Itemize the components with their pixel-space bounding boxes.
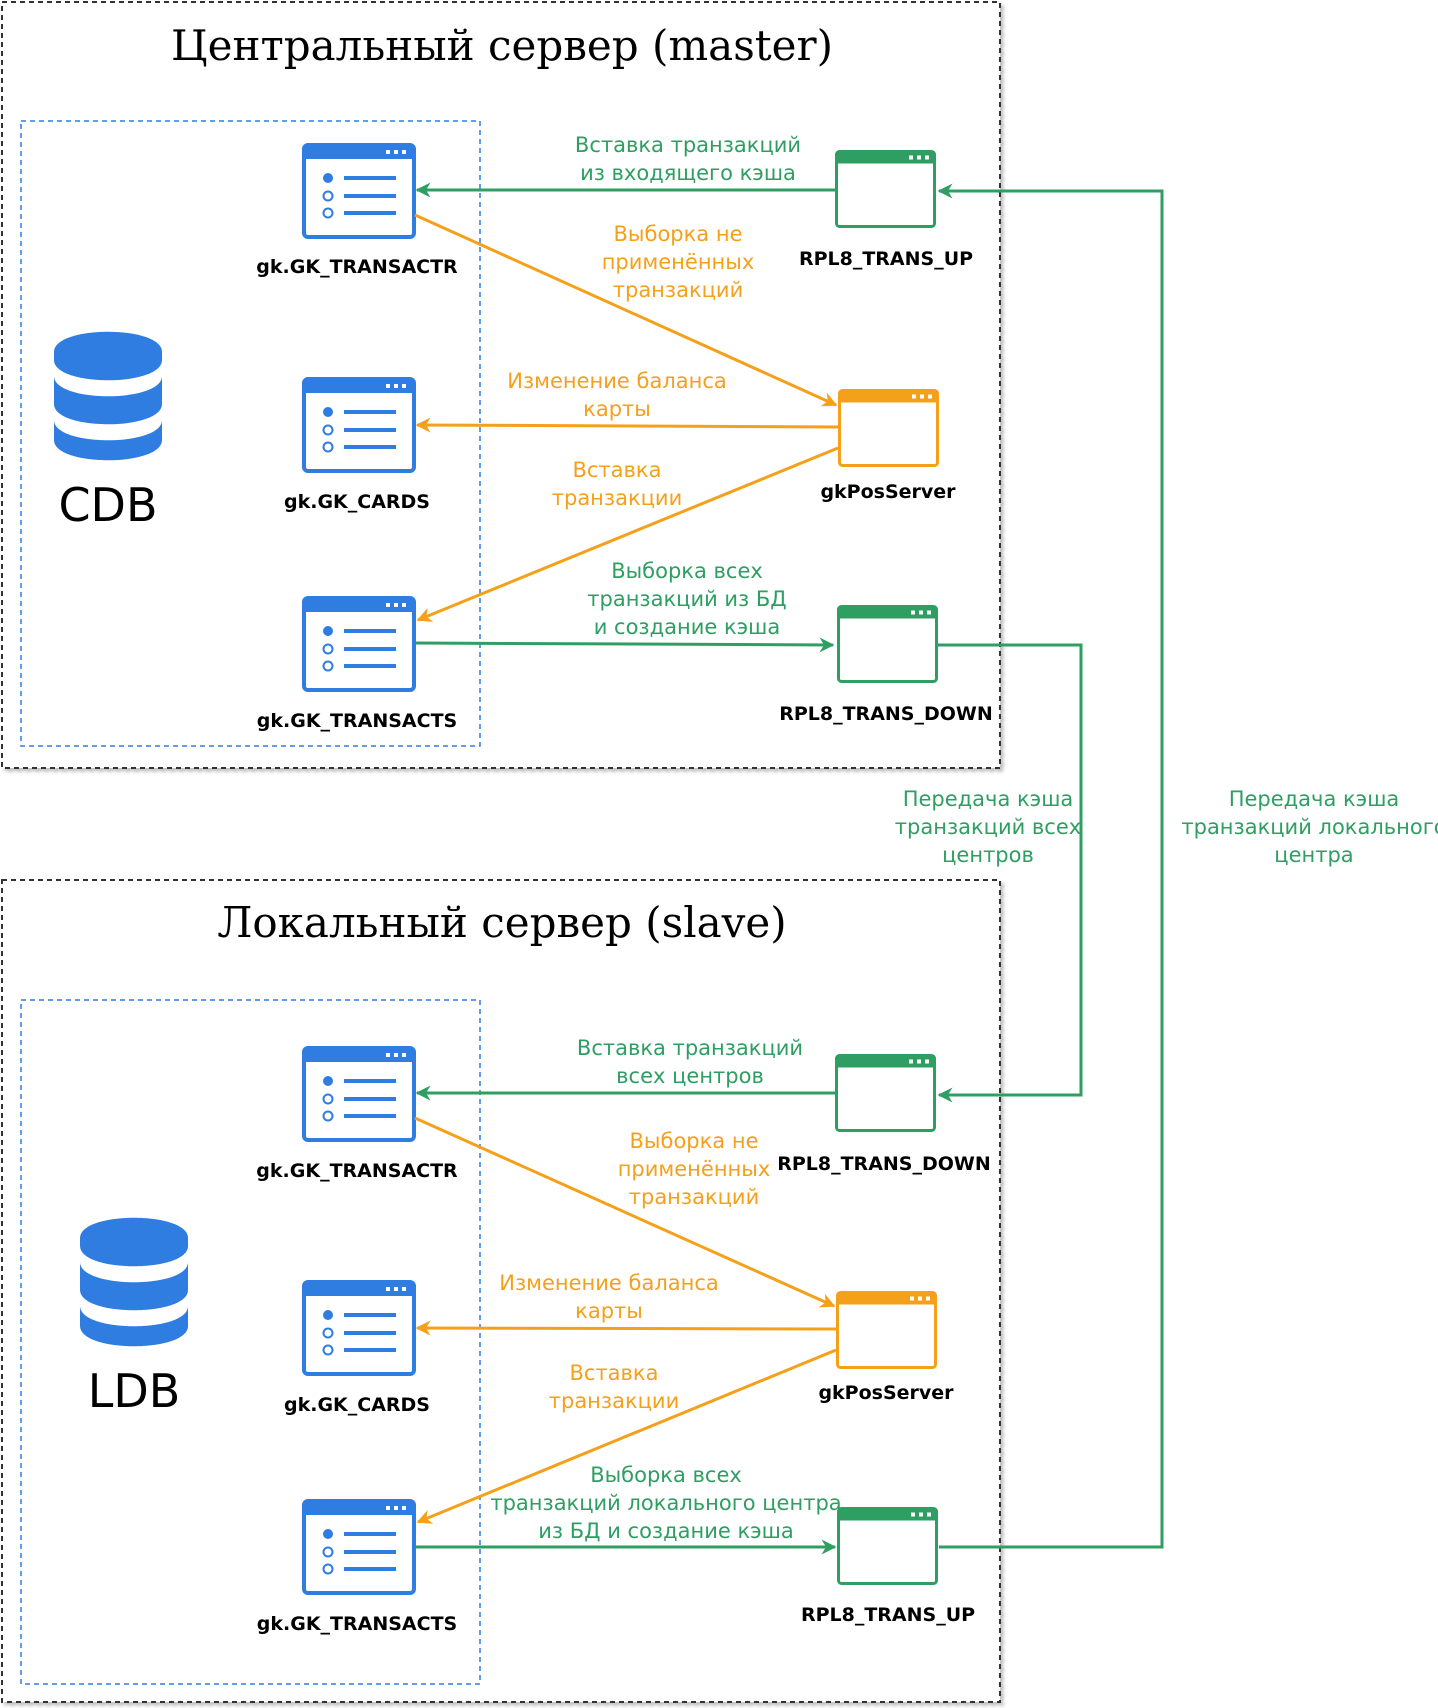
annotation-balance-change: Изменение баланса карты [507,369,727,421]
slave-table-cards-label: gk.GK_CARDS [284,1394,430,1416]
annotation-insert-tx: Вставка транзакции [552,458,682,510]
link-down-transfer [937,643,1083,1103]
annotation-select-unapplied-slave-line: применённых [618,1157,771,1181]
annotation-select-unapplied-slave-line: транзакций [629,1185,759,1209]
arrow-pos-to-transacts [416,446,839,622]
annotation-select-unapplied-line: применённых [602,250,755,274]
master-transactr-table-icon [302,143,416,239]
master-pos-window-icon [838,389,939,467]
slave-pos-window-icon [836,1291,937,1369]
arrow-pos-to-cards-slave [415,1320,837,1336]
arrow-transactr-to-pos-slave [414,1116,836,1308]
master-down-window-icon [837,605,938,683]
master-table-transacts-label: gk.GK_TRANSACTS [257,710,457,732]
annotation-up-transfer-line: центра [1274,843,1353,867]
master-db-group [20,120,481,747]
slave-cards-table-icon [302,1280,416,1376]
master-transacts-table-icon [302,596,416,692]
annotation-insert-incoming-line: Вставка транзакций [575,133,801,157]
slave-table-transactr-label: gk.GK_TRANSACTR [256,1160,458,1182]
annotation-select-local-line: Выборка всех [590,1463,742,1487]
database-icon [80,1217,188,1347]
arrow-transacts-to-down [414,637,835,653]
slave-db-group [20,999,481,1685]
slave-up-window-icon [837,1507,938,1585]
annotation-balance-change-slave: Изменение баланса карты [499,1271,719,1323]
master-app-down-label: RPL8_TRANS_DOWN [779,703,993,725]
annotation-select-local-line: транзакций локального центра [490,1491,841,1515]
annotation-balance-change-slave-line: Изменение баланса [499,1271,719,1295]
master-app-pos-label: gkPosServer [820,481,956,503]
annotation-insert-all-centers-line: всех центров [616,1064,764,1088]
annotation-insert-tx-slave-line: транзакции [549,1389,679,1413]
annotation-balance-change-slave-line: карты [575,1299,643,1323]
annotation-insert-tx-slave-line: Вставка [570,1361,659,1385]
annotation-select-all: Выборка всех транзакций из БД и создание к… [587,559,786,639]
annotation-up-transfer-line: транзакций локального [1181,815,1438,839]
annotation-balance-change-line: Изменение баланса [507,369,727,393]
annotation-select-unapplied: Выборка не применённых транзакций [602,222,755,302]
annotation-select-all-line: Выборка всех [611,559,763,583]
annotation-select-unapplied-slave: Выборка не применённых транзакций [618,1129,771,1209]
slave-down-window-icon [835,1054,936,1132]
slave-title: Локальный сервер (slave) [217,898,786,947]
master-app-up-label: RPL8_TRANS_UP [799,248,973,270]
annotation-select-local: Выборка всех транзакций локального центра… [490,1463,841,1543]
annotation-down-transfer-line: транзакций всех [895,815,1081,839]
master-table-transactr-label: gk.GK_TRANSACTR [256,256,458,278]
slave-table-transacts-label: gk.GK_TRANSACTS [257,1613,457,1635]
arrow-pos-to-transacts-slave [416,1348,837,1524]
master-db-name: CDB [58,478,157,532]
link-up-transfer [937,183,1164,1549]
annotation-insert-all-centers: Вставка транзакций всех центров [577,1036,803,1088]
annotation-select-all-line: и создание кэша [594,615,781,639]
annotation-select-unapplied-slave-line: Выборка не [630,1129,759,1153]
master-up-window-icon [835,150,936,228]
master-cards-table-icon [302,377,416,473]
annotation-down-transfer-line: Передача кэша [903,787,1074,811]
slave-app-down-label: RPL8_TRANS_DOWN [777,1153,991,1175]
annotation-up-transfer-line: Передача кэша [1229,787,1400,811]
database-icon [54,331,162,461]
slave-db-name: LDB [88,1364,181,1418]
arrow-transactr-to-pos [414,213,838,407]
annotation-up-transfer: Передача кэша транзакций локального центра [1181,787,1438,867]
annotation-select-all-line: транзакций из БД [587,587,786,611]
annotation-select-unapplied-line: транзакций [613,278,743,302]
annotation-down-transfer: Передача кэша транзакций всех центров [895,787,1081,867]
annotation-select-local-line: из БД и создание кэша [538,1519,794,1543]
annotation-insert-incoming-line: из входящего кэша [580,161,796,185]
slave-app-pos-label: gkPosServer [818,1382,954,1404]
annotation-insert-tx-line: Вставка [573,458,662,482]
annotation-insert-tx-slave: Вставка транзакции [549,1361,679,1413]
annotation-insert-all-centers-line: Вставка транзакций [577,1036,803,1060]
annotation-balance-change-line: карты [583,397,651,421]
annotation-select-unapplied-line: Выборка не [614,222,743,246]
annotation-insert-tx-line: транзакции [552,486,682,510]
master-title: Центральный сервер (master) [171,21,833,70]
slave-transacts-table-icon [302,1499,416,1595]
master-table-cards-label: gk.GK_CARDS [284,491,430,513]
annotation-down-transfer-line: центров [942,843,1034,867]
annotation-insert-incoming: Вставка транзакций из входящего кэша [575,133,801,185]
arrow-pos-to-cards [415,417,839,433]
slave-app-up-label: RPL8_TRANS_UP [801,1604,975,1626]
slave-transactr-table-icon [302,1046,416,1142]
